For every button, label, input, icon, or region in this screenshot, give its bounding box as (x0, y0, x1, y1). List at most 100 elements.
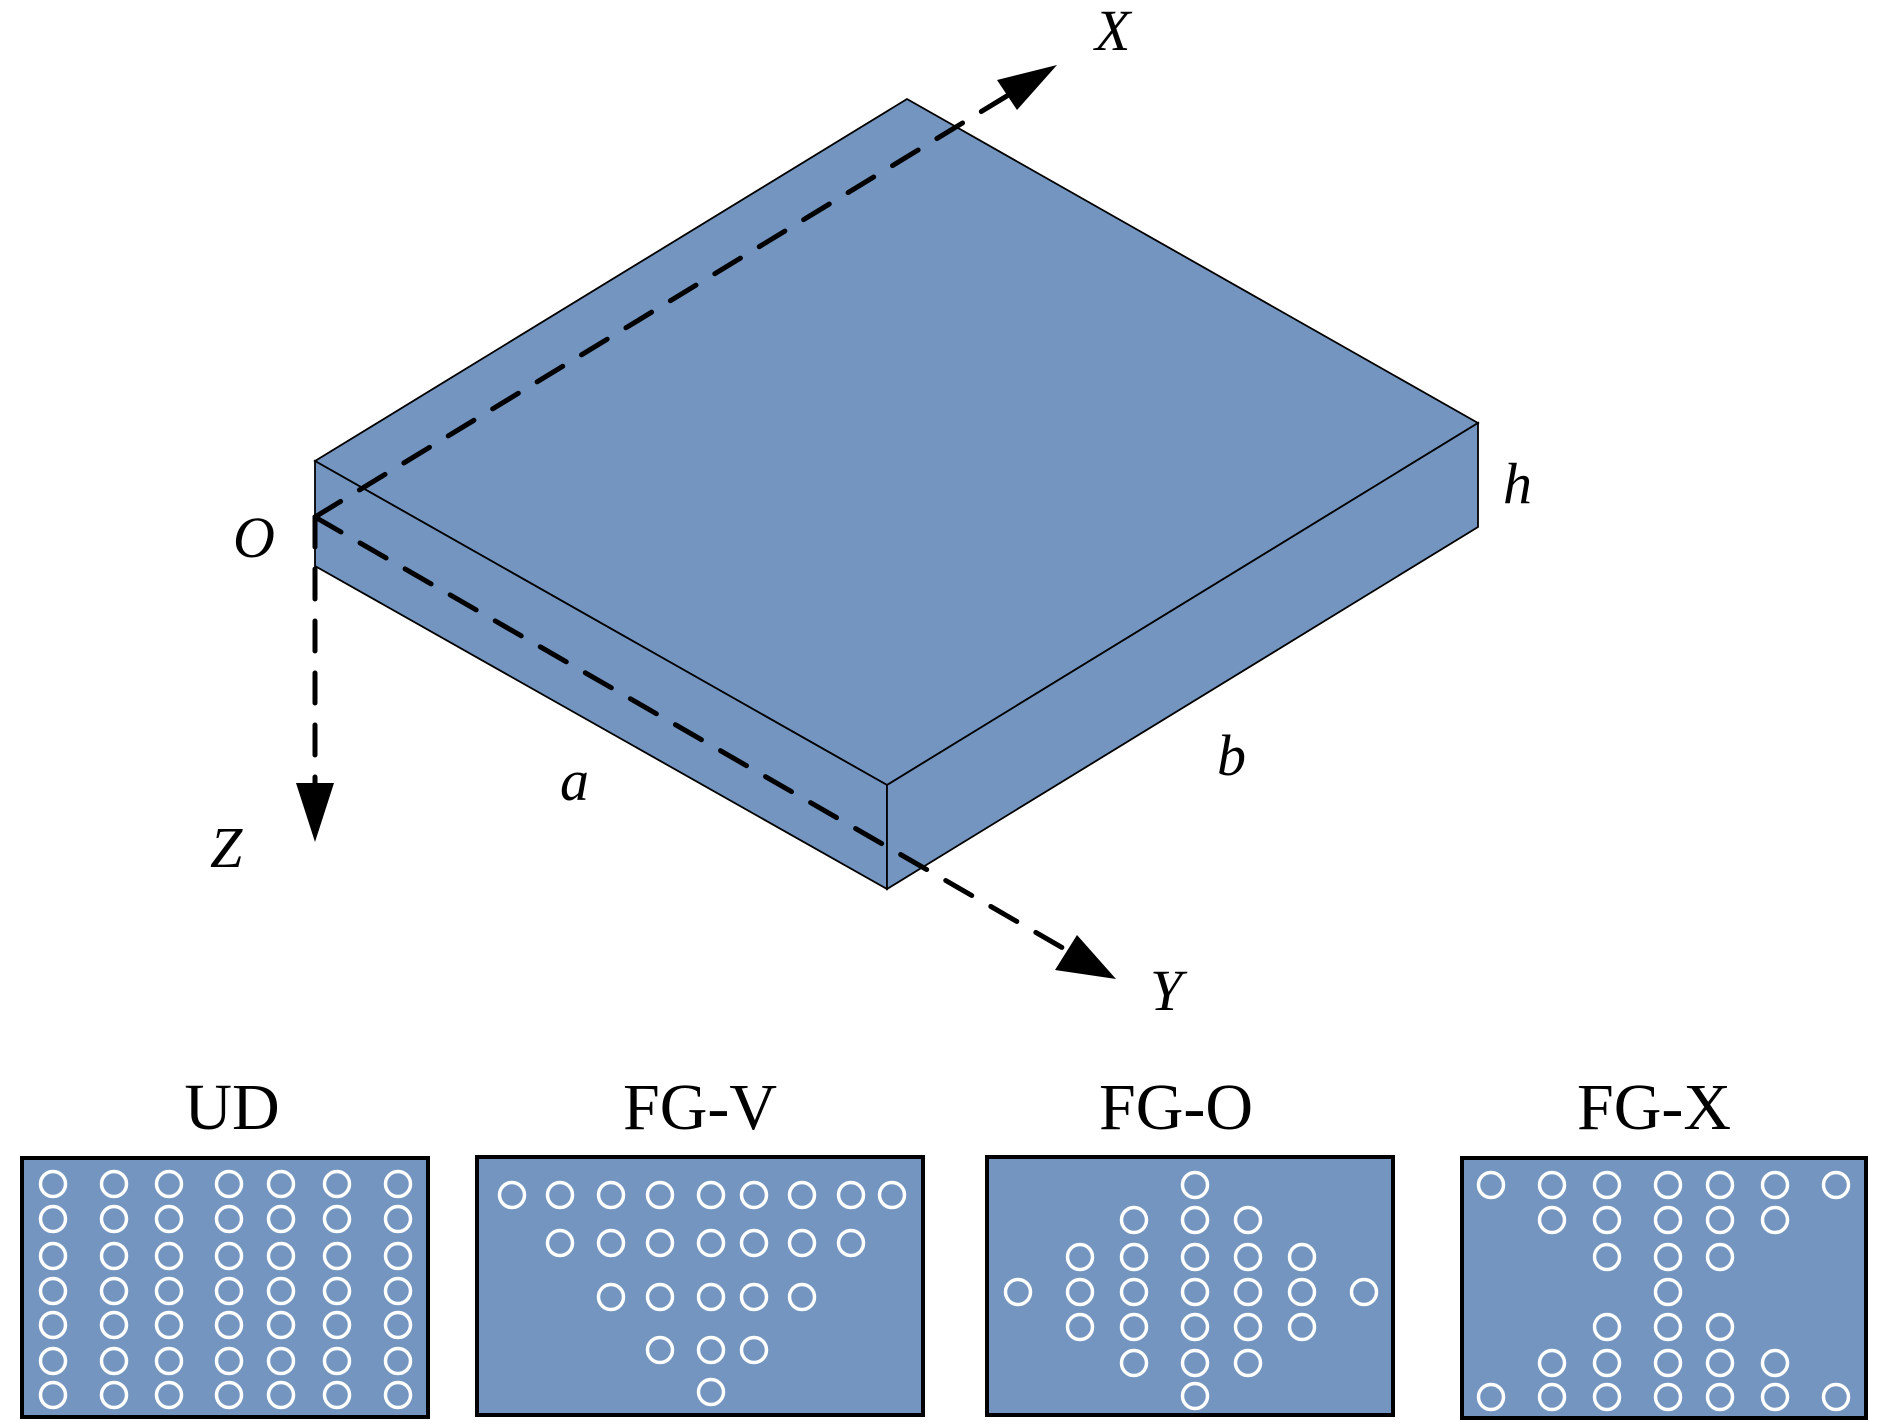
fiber-circle (1233, 1348, 1263, 1378)
fiber-circle (1233, 1242, 1263, 1272)
fiber-circle (1180, 1312, 1210, 1342)
dimension-a-label: a (560, 748, 589, 813)
fiber-circle (214, 1346, 244, 1376)
fiber-group-fg-x (1476, 1170, 1851, 1412)
distribution-panel-fg-x: FG-X (1460, 1071, 1868, 1420)
fiber-circle (696, 1180, 726, 1210)
fiber-circle (99, 1204, 129, 1234)
fiber-circle (645, 1282, 675, 1312)
fiber-circle (266, 1310, 296, 1340)
x-axis-arrowhead (997, 65, 1057, 110)
distribution-panel-fg-o: FG-O (985, 1071, 1395, 1417)
fiber-group-ud (38, 1169, 413, 1410)
fiber-circle (266, 1241, 296, 1271)
fiber-circle (383, 1380, 413, 1410)
fiber-circle (214, 1310, 244, 1340)
fiber-circle (1537, 1205, 1567, 1235)
fiber-circle (1537, 1382, 1567, 1412)
plate-side-face (886, 421, 1479, 891)
fiber-circle (696, 1335, 726, 1365)
fiber-circle (1287, 1277, 1317, 1307)
dimension-h-label: h (1503, 451, 1532, 516)
fiber-circle (1233, 1205, 1263, 1235)
panel-title-fg-v: FG-V (623, 1071, 777, 1144)
fiber-circle (322, 1169, 352, 1199)
fiber-circle (322, 1346, 352, 1376)
fiber-circle (1233, 1277, 1263, 1307)
fiber-circle (1065, 1242, 1095, 1272)
fiber-circle (99, 1380, 129, 1410)
fiber-circle (1653, 1242, 1683, 1272)
fiber-circle (1119, 1348, 1149, 1378)
fiber-circle (38, 1276, 68, 1306)
panel-title-fg-x: FG-X (1577, 1071, 1731, 1144)
fiber-circle (38, 1310, 68, 1340)
fiber-circle (266, 1380, 296, 1410)
fiber-circle (99, 1276, 129, 1306)
fiber-circle (214, 1204, 244, 1234)
fiber-circle (596, 1180, 626, 1210)
fiber-circle (1592, 1312, 1622, 1342)
fiber-circle (1592, 1382, 1622, 1412)
fiber-circle (1760, 1205, 1790, 1235)
fiber-circle (1537, 1348, 1567, 1378)
fiber-circle (266, 1204, 296, 1234)
fiber-circle (99, 1346, 129, 1376)
fiber-circle (1537, 1170, 1567, 1200)
fiber-circle (1760, 1382, 1790, 1412)
fiber-circle (154, 1241, 184, 1271)
z-axis-label: Z (210, 815, 243, 880)
fiber-circle (787, 1282, 817, 1312)
fiber-circle (383, 1204, 413, 1234)
fiber-circle (1653, 1382, 1683, 1412)
distribution-panel-fg-v: FG-V (475, 1071, 925, 1417)
fiber-circle (545, 1228, 575, 1258)
z-axis-arrowhead (296, 783, 334, 842)
fiber-circle (497, 1180, 527, 1210)
panel-title-ud: UD (184, 1071, 279, 1144)
fiber-circle (154, 1276, 184, 1306)
fiber-circle (1653, 1348, 1683, 1378)
fiber-circle (38, 1380, 68, 1410)
fiber-circle (214, 1276, 244, 1306)
x-axis-label: X (1093, 0, 1133, 63)
fiber-circle (322, 1204, 352, 1234)
fiber-circle (38, 1204, 68, 1234)
fiber-circle (266, 1169, 296, 1199)
fiber-circle (266, 1346, 296, 1376)
fiber-circle (1119, 1242, 1149, 1272)
fiber-circle (383, 1169, 413, 1199)
fiber-circle (1233, 1312, 1263, 1342)
fiber-circle (739, 1180, 769, 1210)
fiber-circle (1180, 1242, 1210, 1272)
fiber-circle (38, 1169, 68, 1199)
fiber-circle (99, 1310, 129, 1340)
fiber-circle (596, 1282, 626, 1312)
fiber-circle (1760, 1348, 1790, 1378)
y-axis-arrowhead (1055, 935, 1116, 979)
fiber-group-fg-v (497, 1180, 907, 1407)
fiber-circle (1705, 1312, 1735, 1342)
plate-top-face (313, 97, 1480, 787)
fiber-circle (1180, 1277, 1210, 1307)
fiber-circle (1119, 1312, 1149, 1342)
fiber-circle (99, 1169, 129, 1199)
fiber-circle (1180, 1205, 1210, 1235)
x-axis-line (312, 85, 1023, 520)
fiber-circle (1705, 1382, 1735, 1412)
fiber-circle (1653, 1170, 1683, 1200)
dimension-b-label: b (1217, 723, 1246, 788)
fiber-circle (645, 1180, 675, 1210)
fiber-circle (1705, 1242, 1735, 1272)
plate (313, 97, 1480, 891)
fiber-circle (739, 1282, 769, 1312)
fiber-circle (1119, 1277, 1149, 1307)
fiber-circle (154, 1310, 184, 1340)
panel-title-fg-o: FG-O (1099, 1071, 1253, 1144)
fiber-circle (1287, 1242, 1317, 1272)
fiber-circle (1653, 1312, 1683, 1342)
fiber-circle (696, 1228, 726, 1258)
fiber-circle (1065, 1277, 1095, 1307)
